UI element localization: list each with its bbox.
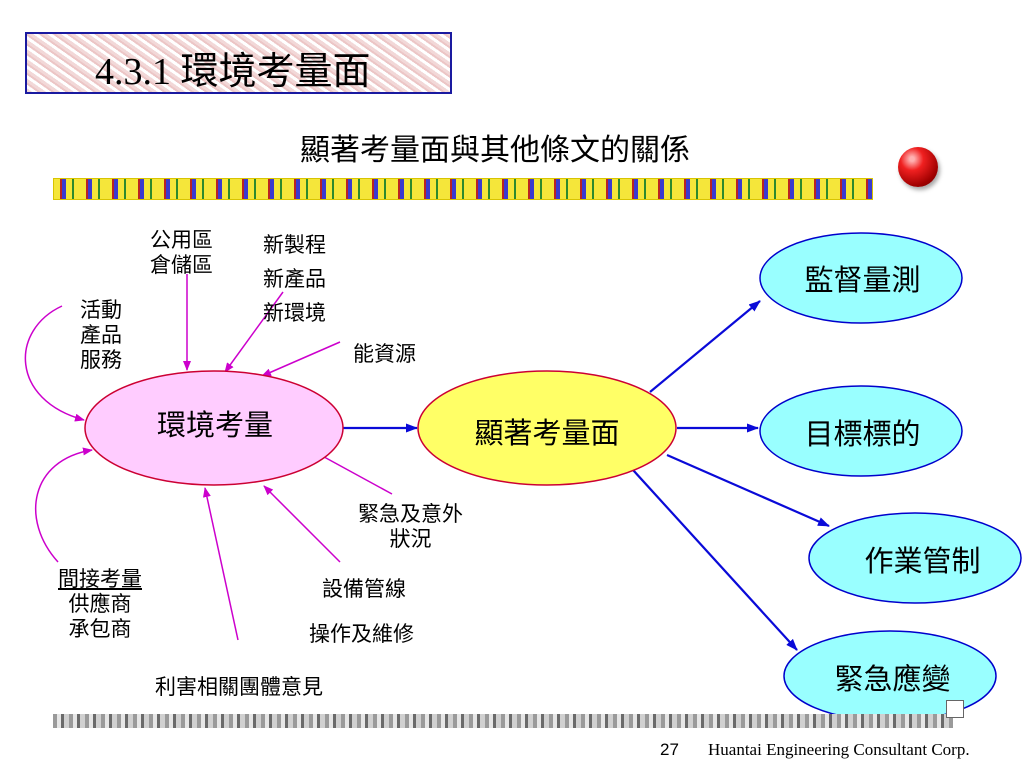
arrow-from-energy [261, 341, 341, 377]
env-aspect-node-shape [84, 370, 344, 486]
label-line: 活動 [80, 298, 122, 322]
label-line: 產品 [80, 323, 122, 347]
objectives-node: 目標標的 [804, 417, 921, 451]
label-line: 緊急及意外 [358, 502, 463, 526]
arrow-to-operational [666, 453, 830, 528]
label-line: 新產品 [263, 267, 326, 291]
title-banner [25, 32, 452, 94]
label-indirect: 間接考量 [58, 567, 142, 591]
emergency-node: 緊急應變 [834, 662, 951, 696]
arrow-from-emergency-situation [314, 451, 393, 495]
label-line: 公用區 [150, 228, 213, 252]
label-line: 狀況 [389, 527, 432, 551]
page-title: 4.3.1 環境考量面 [95, 51, 371, 93]
label-new-items: 新製程 新產品 新環境 [263, 228, 326, 330]
significant-node-shape [417, 370, 677, 486]
arrow-from-stakeholders [203, 487, 239, 641]
arrow-from-activities [24, 305, 85, 422]
label-public-storage: 公用區 倉儲區 [150, 228, 213, 278]
label-contractors: 承包商 [68, 617, 132, 641]
label-emergency-situation: 緊急及意外 狀況 [358, 502, 463, 552]
objectives-node-shape [759, 385, 963, 477]
label-suppliers: 供應商 [68, 592, 132, 616]
page-number: 27 [660, 740, 679, 759]
label-equipment: 設備管線 [322, 577, 406, 601]
arrow-from-equipment [263, 485, 341, 563]
monitoring-node-shape [759, 232, 963, 324]
operational-node-shape [808, 512, 1022, 604]
label-operation-maintenance: 操作及維修 [309, 622, 414, 646]
operational-node: 作業管制 [864, 544, 981, 578]
decorative-bottom-band [53, 714, 953, 728]
decorative-floral-band [53, 178, 873, 200]
label-indirect-group: 間接考量 供應商 承包商 [58, 567, 142, 642]
label-energy: 能資源 [353, 342, 416, 366]
label-line: 倉儲區 [150, 253, 213, 277]
monitoring-node: 監督量測 [804, 263, 921, 297]
label-line: 新製程 [263, 233, 326, 257]
arrow-from-new-items [224, 291, 284, 373]
red-ball-icon [898, 147, 938, 187]
env-aspect-node: 環境考量 [156, 408, 273, 442]
label-stakeholders: 利害相關團體意見 [155, 675, 323, 699]
label-line: 服務 [80, 348, 122, 372]
arrow-to-monitoring [649, 300, 761, 393]
corner-square-icon [946, 700, 964, 718]
arrow-from-indirect [35, 447, 93, 563]
arrow-to-emergency [632, 469, 798, 651]
page-subtitle: 顯著考量面與其他條文的關係 [300, 133, 690, 168]
label-line: 新環境 [263, 301, 326, 325]
significant-node: 顯著考量面 [474, 416, 620, 450]
company-name: Huantai Engineering Consultant Corp. [708, 740, 970, 759]
label-activities: 活動 產品 服務 [80, 298, 122, 373]
